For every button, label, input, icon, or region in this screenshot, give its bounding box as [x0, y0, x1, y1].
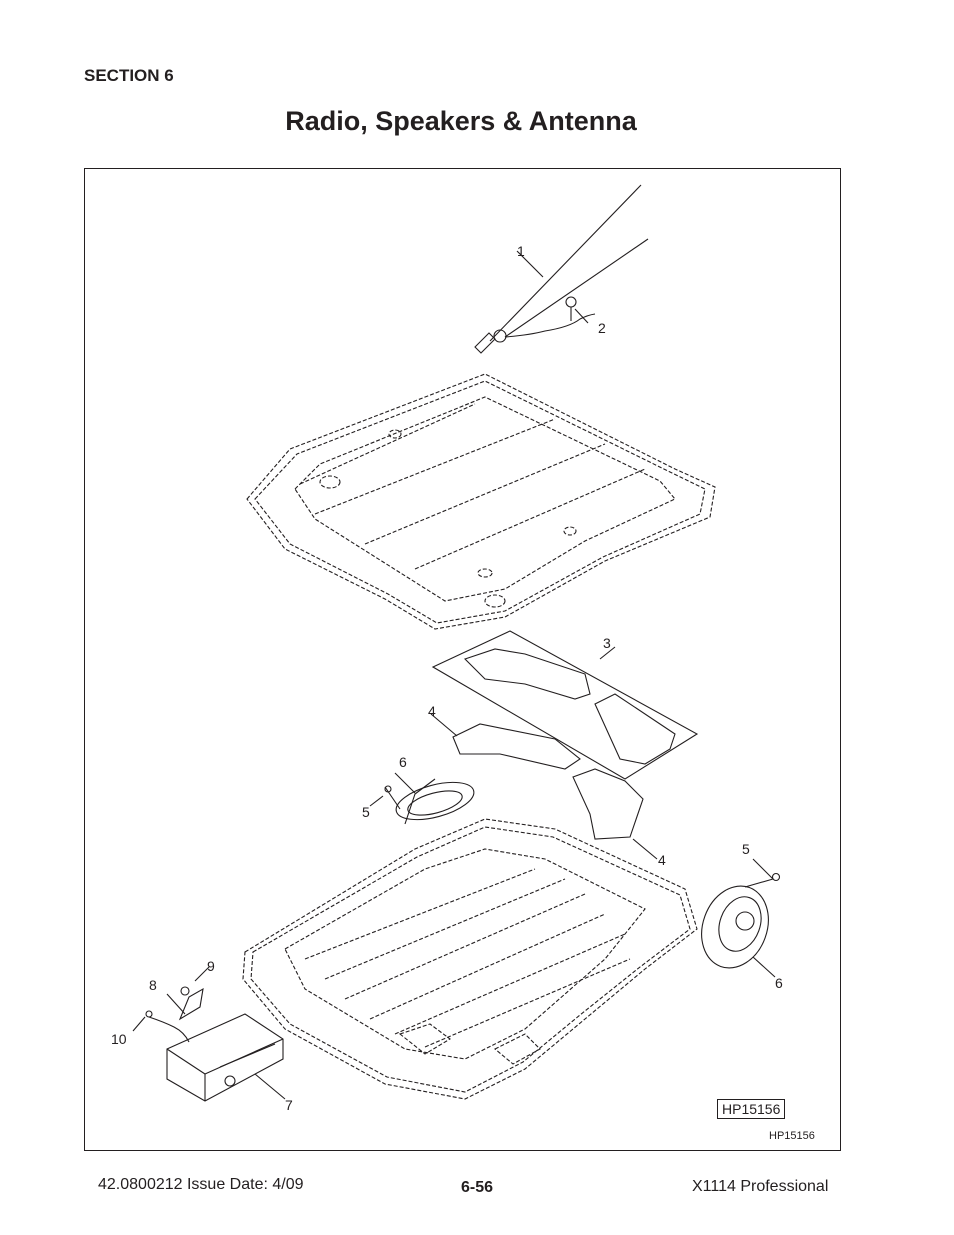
- roof-base-drawing: [242, 818, 698, 1100]
- headliner-drawing: [431, 630, 699, 780]
- antenna-drawing: [474, 184, 649, 354]
- callout-8: 8: [149, 977, 157, 993]
- callout-7: 7: [285, 1097, 293, 1113]
- parts-diagram: [132, 184, 781, 1102]
- callout-10: 10: [111, 1031, 127, 1047]
- figure-reference-code: HP15156: [769, 1130, 815, 1142]
- callout-3: 3: [603, 635, 611, 651]
- callout-9: 9: [207, 958, 215, 974]
- speaker-left-drawing: [394, 772, 475, 825]
- bolt-drawing: [565, 296, 589, 324]
- callout-5-left: 5: [362, 804, 370, 820]
- trim-panel-drawing: [430, 713, 658, 860]
- section-label: SECTION 6: [84, 66, 174, 85]
- radio-drawing: [166, 1013, 286, 1102]
- callout-4-lower: 4: [658, 852, 666, 868]
- callout-1: 1: [517, 243, 525, 259]
- page-title: Radio, Speakers & Antenna: [285, 106, 637, 136]
- page-number: 6-56: [461, 1179, 494, 1196]
- callout-2: 2: [598, 320, 606, 336]
- callout-6-left: 6: [399, 754, 407, 770]
- callout-4-upper: 4: [428, 703, 436, 719]
- footer-issue-info: 42.0800212 Issue Date: 4/09: [98, 1176, 304, 1193]
- roof-top-drawing: [246, 373, 716, 630]
- mounting-hardware-drawing: [132, 966, 210, 1043]
- speaker-right-drawing: [701, 885, 776, 978]
- callout-6-right: 6: [775, 975, 783, 991]
- screw-right-drawing: [744, 858, 781, 888]
- parts-diagram-frame: 1 2 3 4 4 6 5 5 6 9 8 10 7 HP15156 HP151…: [84, 168, 841, 1151]
- callout-5-right: 5: [742, 841, 750, 857]
- footer-model: X1114 Professional: [692, 1178, 829, 1195]
- figure-reference-box: HP15156: [717, 1099, 786, 1119]
- screw-left-drawing: [369, 785, 401, 810]
